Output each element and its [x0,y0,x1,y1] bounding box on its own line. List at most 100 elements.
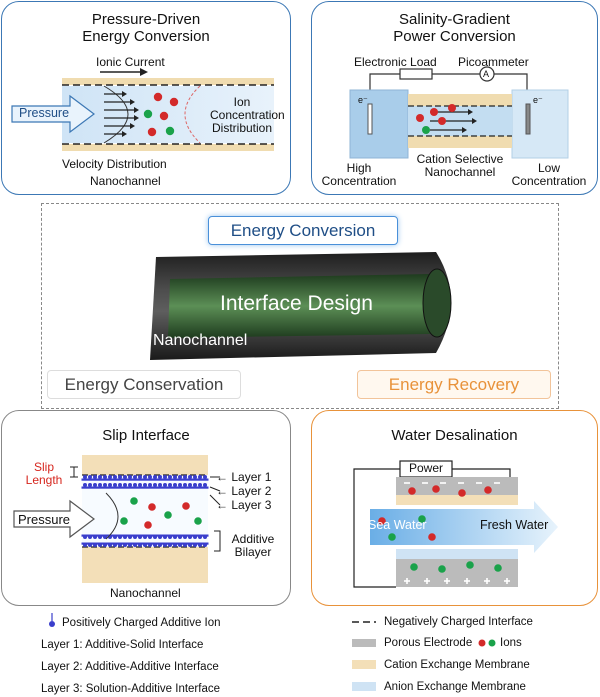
additive-bead [188,543,192,547]
ion-green [410,563,418,571]
velocity-distribution-label: Velocity Distribution [62,157,167,171]
ion-distribution-curve [184,85,201,144]
additive-bead [153,535,157,539]
layer2-label: ← Layer 2 [216,484,272,498]
ion-red [484,486,492,494]
additive-bead [113,483,117,487]
additive-bead [178,535,182,539]
electronic-load-label: Electronic Load [354,55,437,69]
legend-positive-ion: Positively Charged Additive Ion [62,617,221,629]
legend-anion-membrane: Anion Exchange Membrane [384,681,526,693]
legend-porous-electrode: Porous Electrode [384,637,473,649]
ion-line3: Distribution [211,121,273,135]
ion-red [448,104,456,112]
slip-pressure-label: Pressure [18,512,71,527]
additive-bead [93,475,97,479]
ion-green [466,561,474,569]
ion-red [147,127,157,137]
additive-bead [143,543,147,547]
additive-bead [193,483,197,487]
water-desalination-illustration [353,460,558,588]
additive-bead [183,535,187,539]
slip-pressure-arrow [13,499,95,539]
layer3-text: Layer 3 [231,498,272,512]
velocity-profile [103,85,129,144]
ion-red [416,114,424,122]
interface-design-label: Interface Design [220,292,373,315]
additive-bead [128,535,132,539]
tube-inner [168,274,438,338]
high-concentration-reservoir [349,89,409,159]
channel-wall-bottom [62,144,274,151]
ion-line1: Ion [233,95,251,109]
ion-green [164,511,172,519]
additive-bead [108,475,112,479]
low-concentration-reservoir [511,89,569,159]
legend-neg-interface: Negatively Charged Interface [384,616,533,628]
ion-green [388,533,396,541]
layer3-label: ← Layer 3 [216,498,272,512]
additive-bead [173,535,177,539]
additive-bead [103,483,107,487]
additive-bead [193,535,197,539]
left-electrode [367,103,373,135]
additive-bead [143,535,147,539]
additive-bead [188,475,192,479]
center-dashed-frame [41,203,559,409]
additive-beads [83,475,207,547]
additive-bead [163,475,167,479]
high-concentration-label: High Concentration [316,162,402,188]
energy-conservation-label: Energy Conservation [47,370,241,399]
pressure-driven-illustration [11,68,274,151]
ion-green [494,564,502,572]
ionic-current-arrowhead [140,68,148,76]
additive-bead [113,543,117,547]
nanochannel-center-label: Nanochannel [153,332,248,349]
low-concentration-label: Low Concentration [504,162,594,188]
additive-bead [178,475,182,479]
salinity-gradient-panel: Salinity-Gradient Power Conversion [311,1,598,195]
channel-wall-top [62,78,274,85]
ion-green [422,126,430,134]
additive-bead [93,483,97,487]
additive-bead [128,543,132,547]
additive-bead [133,475,137,479]
additive-bead [178,483,182,487]
additive-bead [103,543,107,547]
additive-bead [198,475,202,479]
legend-cation-membrane: Cation Exchange Membrane [384,659,530,671]
additive-bead [188,535,192,539]
additive-bead [138,483,142,487]
additive-bead [98,543,102,547]
additive-bead [108,543,112,547]
additive-bead [158,475,162,479]
additive-bead [138,535,142,539]
additive-bead [203,483,207,487]
nanochannel-label: Nanochannel [90,174,161,188]
additive-bead [113,535,117,539]
additive-bead [183,475,187,479]
additive-line2: Bilayer [234,545,272,559]
salinity-panel-title: Salinity-Gradient Power Conversion [312,11,597,45]
additive-bead [168,535,172,539]
additive-bead [133,535,137,539]
additive-bead [158,543,162,547]
salinity-title-line2: Power Conversion [393,28,516,45]
additive-bead [148,475,152,479]
additive-bead [138,475,142,479]
additive-bead [133,483,137,487]
ion-red [144,521,152,529]
slip-line2: Length [25,473,63,487]
ion-green [130,497,138,505]
ion-red [458,489,466,497]
power-label: Power [408,461,443,475]
salinity-gradient-illustration [349,66,569,159]
pressure-title-line2: Energy Conversion [82,28,210,45]
cation-selective-label: Cation Selective Nanochannel [404,153,516,179]
ion-red [169,97,179,107]
slip-interface-panel: Slip Interface [1,410,291,606]
membrane-top [408,94,512,106]
additive-bead [118,543,122,547]
additive-bead [118,535,122,539]
additive-bead [123,483,127,487]
